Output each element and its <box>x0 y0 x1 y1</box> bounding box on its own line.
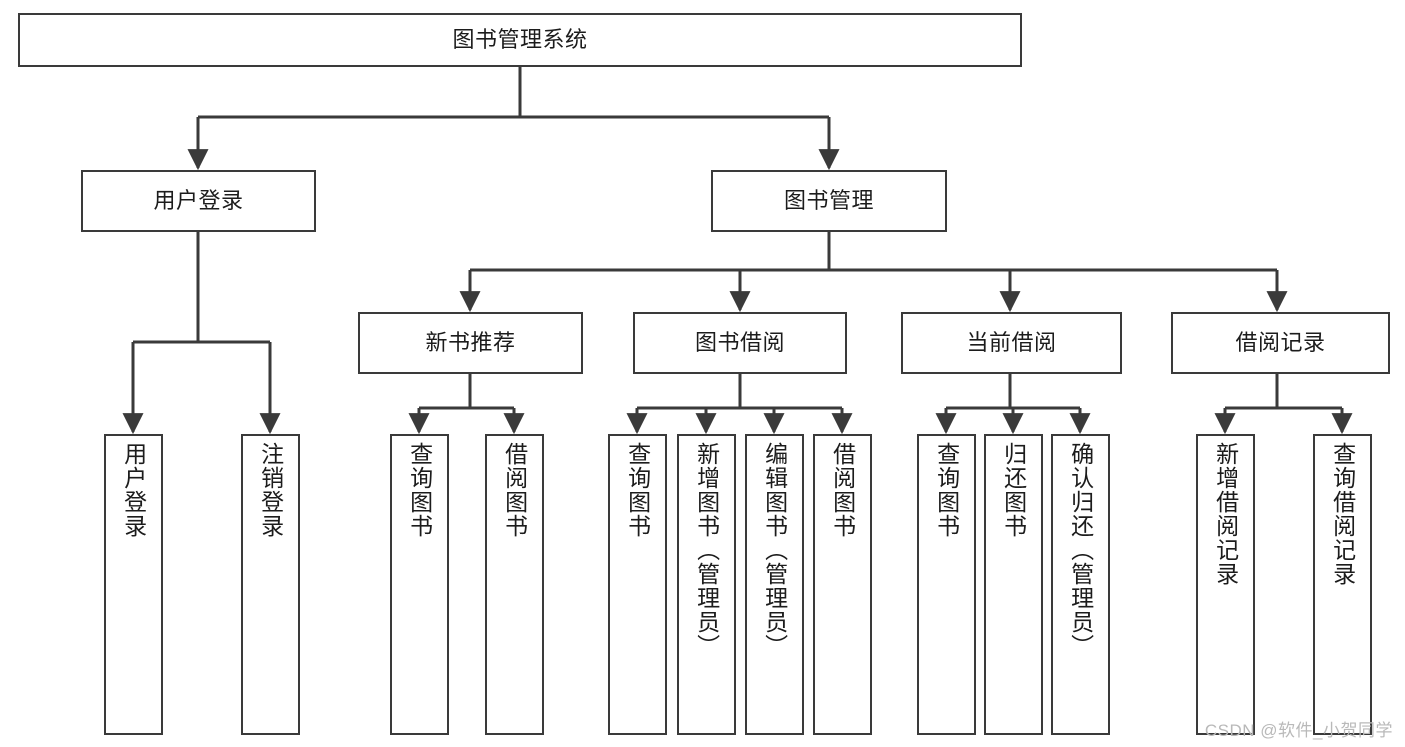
node-leaf-user-login[interactable]: 用户登录 <box>104 434 163 735</box>
node-leaf-query-book-a[interactable]: 查询图书 <box>390 434 449 735</box>
node-current-borrow[interactable]: 当前借阅 <box>901 312 1122 374</box>
node-leaf-return-book[interactable]: 归还图书 <box>984 434 1043 735</box>
node-current-borrow-label: 当前借阅 <box>966 330 1057 356</box>
node-leaf-add-record-label: 新增借阅记录 <box>1212 442 1239 586</box>
node-leaf-query-book-b-label: 查询图书 <box>624 442 651 538</box>
node-book-mgmt-label: 图书管理 <box>783 188 874 214</box>
node-leaf-user-login-label: 用户登录 <box>120 442 147 538</box>
node-leaf-borrow-book-a-label: 借阅图书 <box>501 442 528 538</box>
node-leaf-add-book[interactable]: 新增图书（管理员） <box>677 434 736 735</box>
node-new-book-rec-label: 新书推荐 <box>425 330 516 356</box>
node-leaf-logout-label: 注销登录 <box>257 442 284 538</box>
node-root-label: 图书管理系统 <box>452 27 588 53</box>
node-leaf-borrow-book-b[interactable]: 借阅图书 <box>813 434 872 735</box>
watermark: CSDN @软件_小贺同学 <box>1204 721 1393 740</box>
node-root[interactable]: 图书管理系统 <box>18 13 1022 67</box>
node-leaf-query-record-label: 查询借阅记录 <box>1329 442 1356 586</box>
node-user-login-label: 用户登录 <box>153 188 244 214</box>
node-leaf-edit-book[interactable]: 编辑图书（管理员） <box>745 434 804 735</box>
node-leaf-confirm-return[interactable]: 确认归还（管理员） <box>1051 434 1110 735</box>
node-leaf-borrow-book-a[interactable]: 借阅图书 <box>485 434 544 735</box>
node-borrow-record-label: 借阅记录 <box>1235 330 1326 356</box>
node-leaf-borrow-book-b-label: 借阅图书 <box>829 442 856 538</box>
node-leaf-return-book-label: 归还图书 <box>1000 442 1027 538</box>
node-book-mgmt[interactable]: 图书管理 <box>711 170 947 232</box>
node-leaf-add-book-label: 新增图书（管理员） <box>693 442 720 658</box>
node-leaf-query-book-c-label: 查询图书 <box>933 442 960 538</box>
node-leaf-edit-book-label: 编辑图书（管理员） <box>761 442 788 658</box>
node-book-borrow-label: 图书借阅 <box>694 330 785 356</box>
node-borrow-record[interactable]: 借阅记录 <box>1171 312 1390 374</box>
node-new-book-rec[interactable]: 新书推荐 <box>358 312 583 374</box>
node-leaf-query-book-b[interactable]: 查询图书 <box>608 434 667 735</box>
node-leaf-logout[interactable]: 注销登录 <box>241 434 300 735</box>
node-user-login[interactable]: 用户登录 <box>81 170 316 232</box>
node-leaf-query-book-a-label: 查询图书 <box>406 442 433 538</box>
node-leaf-query-record[interactable]: 查询借阅记录 <box>1313 434 1372 735</box>
node-leaf-confirm-return-label: 确认归还（管理员） <box>1067 442 1094 658</box>
node-book-borrow[interactable]: 图书借阅 <box>633 312 847 374</box>
node-leaf-add-record[interactable]: 新增借阅记录 <box>1196 434 1255 735</box>
node-leaf-query-book-c[interactable]: 查询图书 <box>917 434 976 735</box>
